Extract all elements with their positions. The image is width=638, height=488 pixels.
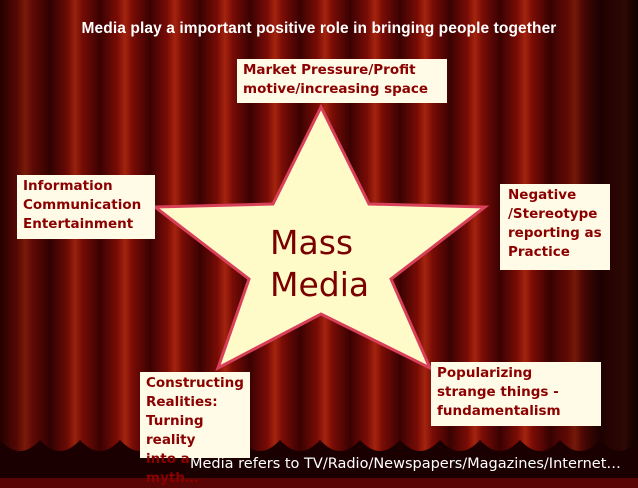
mass-media-label: Mass Media <box>270 223 370 304</box>
slide-title: Media play a important positive role in … <box>81 20 557 37</box>
negative-stereotype-box: Negative /Stereotype reporting as Practi… <box>500 184 610 270</box>
star-shape <box>150 103 490 372</box>
information-box: Information Communication Entertainment <box>17 175 155 239</box>
constructing-realities-box: Constructing Realities: Turning reality … <box>140 372 250 486</box>
market-pressure-box: Market Pressure/Profit motive/increasing… <box>237 59 447 103</box>
footer-note: Media refers to TV/Radio/Newspapers/Maga… <box>190 456 621 472</box>
popularizing-box: Popularizing strange things - fundamenta… <box>431 362 601 426</box>
